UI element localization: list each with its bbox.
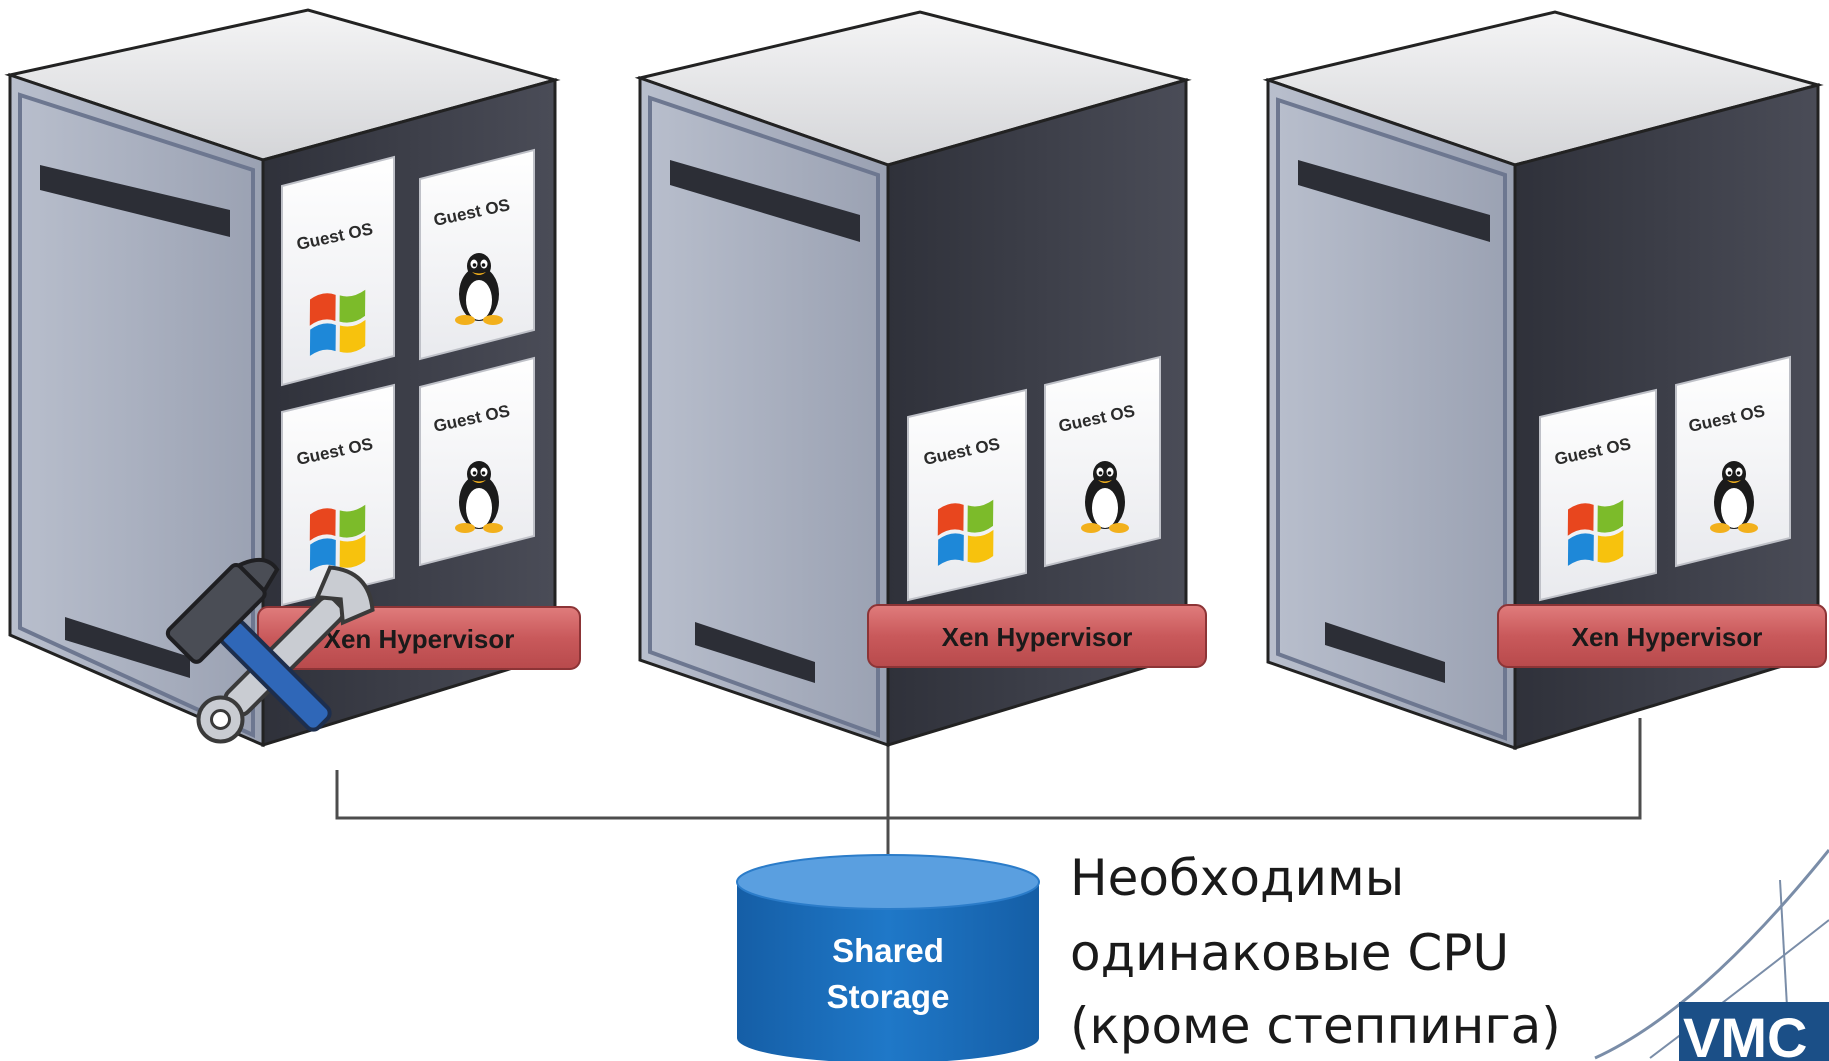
note-line-1: Необходимы <box>1070 849 1404 907</box>
server-1: Guest OS Guest OS Guest OS Guest OS Xen … <box>4 8 581 748</box>
network-links <box>335 718 1642 875</box>
guest-os-card: Guest OS <box>1044 355 1161 568</box>
storage-label-line1: Shared <box>832 932 944 969</box>
hypervisor-label: Xen Hypervisor <box>324 624 515 654</box>
wrench-hammer-icon <box>165 557 375 744</box>
storage-label-line2: Storage <box>827 978 950 1015</box>
guest-os-card: Guest OS <box>907 388 1027 602</box>
logo-text: VMC <box>1683 1006 1807 1061</box>
hypervisor-label: Xen Hypervisor <box>942 622 1133 652</box>
vmc-logo: VMC <box>1594 849 1829 1061</box>
hypervisor-label: Xen Hypervisor <box>1572 622 1763 652</box>
guest-os-card: Guest OS <box>281 155 395 387</box>
guest-os-card: Guest OS <box>419 148 535 361</box>
guest-os-card: Guest OS <box>419 356 535 567</box>
link-server-1 <box>335 770 888 820</box>
link-server-3 <box>888 718 1642 820</box>
hypervisor-bar: Xen Hypervisor <box>867 604 1207 668</box>
hypervisor-bar: Xen Hypervisor <box>1497 604 1827 668</box>
note-line-3: (кроме степпинга) <box>1070 997 1561 1055</box>
cpu-requirement-note: Необходимы одинаковые CPU (кроме степпин… <box>1070 849 1561 1055</box>
guest-os-card: Guest OS <box>1539 388 1657 602</box>
note-line-2: одинаковые CPU <box>1070 924 1509 982</box>
shared-storage-cylinder: Shared Storage <box>736 854 1040 1061</box>
guest-os-card: Guest OS <box>281 383 395 607</box>
guest-os-card: Guest OS <box>1675 355 1791 568</box>
server-2: Guest OS Guest OS Xen Hypervisor <box>634 10 1207 748</box>
server-3: Guest OS Guest OS Xen Hypervisor <box>1262 10 1827 751</box>
